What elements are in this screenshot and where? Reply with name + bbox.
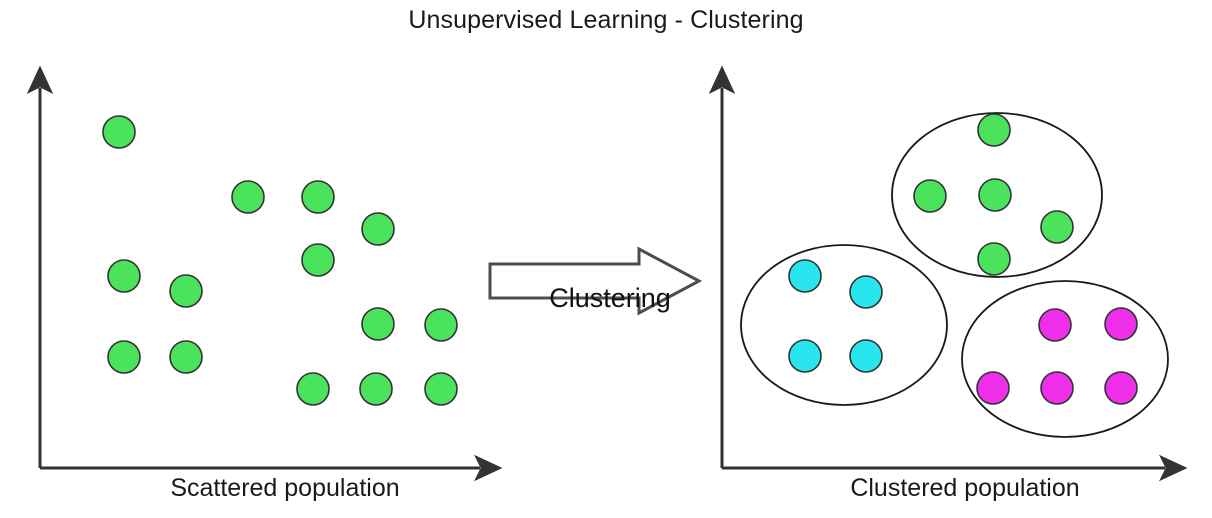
scattered-population-dots xyxy=(102,115,458,406)
unlabeled-point xyxy=(424,372,458,406)
clustering-arrow-label: Clustering xyxy=(549,283,671,313)
clustered-population-dots xyxy=(788,113,1138,405)
left-panel-caption: Scattered population xyxy=(170,474,400,502)
unlabeled-point xyxy=(359,372,393,406)
unlabeled-point xyxy=(361,212,395,246)
right-panel-axes xyxy=(708,65,1188,482)
cluster-ellipses-group xyxy=(740,112,1169,438)
cluster-magenta-point xyxy=(976,371,1010,405)
unlabeled-point xyxy=(424,308,458,342)
unlabeled-point xyxy=(107,259,141,293)
page-title: Unsupervised Learning - Clustering xyxy=(408,6,804,34)
unlabeled-point xyxy=(301,180,335,214)
right-panel-caption: Clustered population xyxy=(850,474,1080,502)
cluster-green-point xyxy=(1040,210,1074,244)
unlabeled-point xyxy=(169,340,203,374)
unlabeled-point xyxy=(301,243,335,277)
unlabeled-point xyxy=(107,340,141,374)
cluster-cyan-point xyxy=(849,339,883,373)
cluster-magenta-point xyxy=(1104,307,1138,341)
cluster-cyan-point xyxy=(788,259,822,293)
left-panel-axes xyxy=(26,65,503,482)
cluster-magenta-point xyxy=(1038,308,1072,342)
unlabeled-point xyxy=(231,180,265,214)
cluster-magenta-boundary xyxy=(961,280,1169,438)
clustering-arrow-shape xyxy=(488,246,703,316)
unlabeled-point xyxy=(296,372,330,406)
cluster-green-point xyxy=(978,178,1012,212)
cluster-green-point xyxy=(977,242,1011,276)
clustering-arrow xyxy=(488,246,703,316)
cluster-green-boundary xyxy=(891,112,1103,278)
cluster-green-point xyxy=(913,179,947,213)
unlabeled-point xyxy=(102,115,136,149)
cluster-cyan-point xyxy=(788,339,822,373)
unlabeled-point xyxy=(169,274,203,308)
cluster-cyan-boundary xyxy=(740,244,948,406)
cluster-magenta-point xyxy=(1040,371,1074,405)
cluster-magenta-point xyxy=(1104,371,1138,405)
cluster-green-point xyxy=(977,113,1011,147)
cluster-cyan-point xyxy=(849,275,883,309)
unlabeled-point xyxy=(361,307,395,341)
